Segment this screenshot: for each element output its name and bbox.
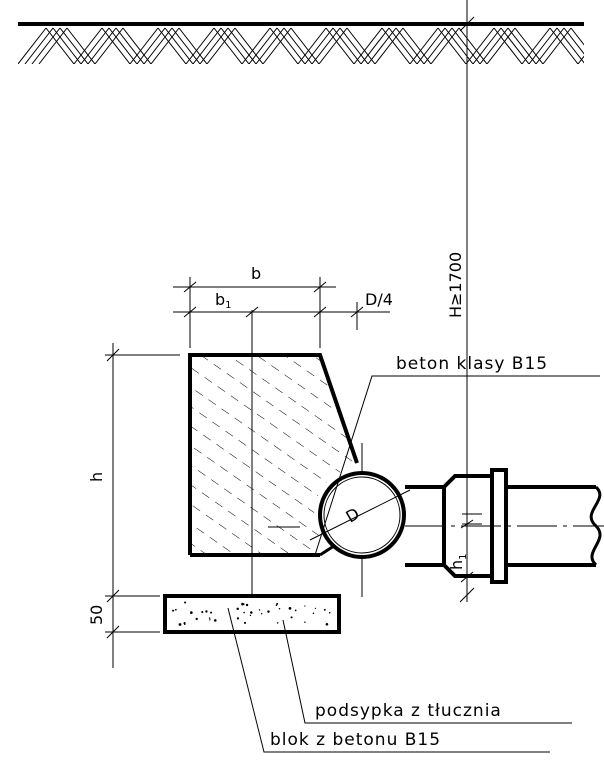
d-quarter-label: D/4 bbox=[365, 290, 393, 309]
pipe: h1 bbox=[405, 468, 604, 584]
h1-label: h1 bbox=[447, 553, 469, 570]
soil-hatch bbox=[18, 27, 584, 64]
width-dimensions bbox=[173, 277, 390, 348]
ground bbox=[18, 22, 584, 64]
gravel-bedding-label: podsypka z tłucznia bbox=[315, 701, 502, 721]
concrete-block bbox=[188, 310, 410, 618]
depth-dimension: H≥1700 bbox=[446, 0, 475, 603]
depth-label: H≥1700 bbox=[446, 252, 465, 318]
concrete-block-label: blok z betonu B15 bbox=[270, 730, 441, 750]
leaders bbox=[227, 375, 600, 753]
gravel-bedding bbox=[163, 594, 341, 634]
height-dimensions bbox=[105, 343, 180, 668]
fifty-label: 50 bbox=[87, 605, 106, 625]
b-label: b bbox=[251, 264, 261, 283]
b1-label: b1 bbox=[215, 290, 232, 311]
concrete-class-label: beton klasy B15 bbox=[396, 354, 548, 374]
h-label: h bbox=[87, 472, 106, 482]
pipe-section: D bbox=[268, 443, 411, 597]
